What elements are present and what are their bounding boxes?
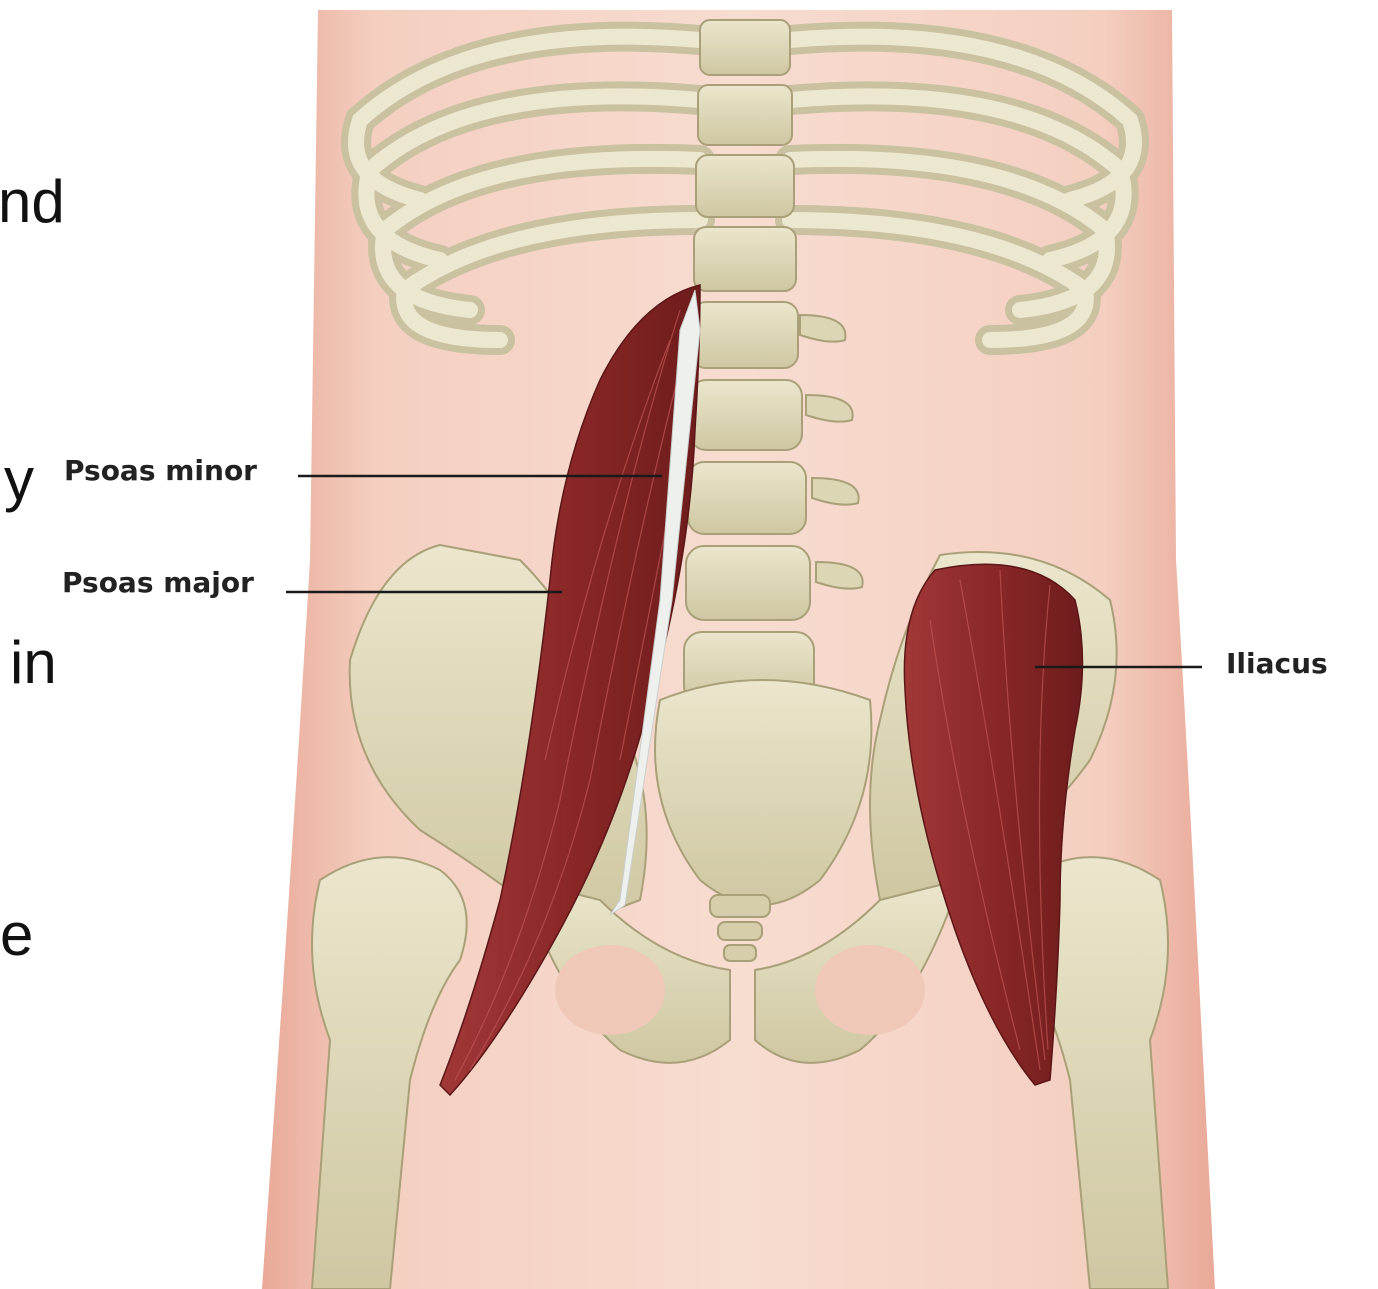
psoas-major-label: Psoas major (62, 566, 254, 599)
iliacus-label: Iliacus (1226, 647, 1328, 680)
psoas-minor-label: Psoas minor (64, 454, 257, 487)
